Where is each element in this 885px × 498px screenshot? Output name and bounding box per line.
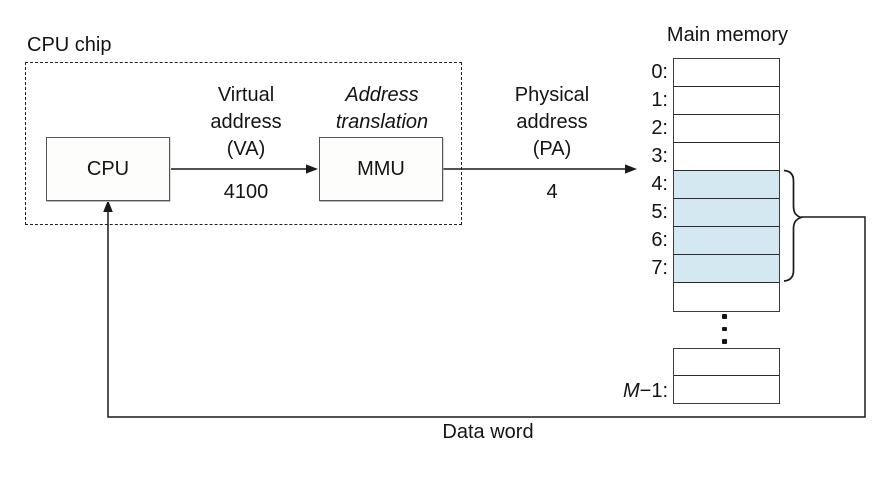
memory-cell-highlighted — [674, 171, 779, 199]
memory-bottom-cells — [673, 348, 780, 404]
virtual-address-line3: (VA) — [226, 138, 266, 160]
memory-array — [673, 58, 780, 312]
memory-last-index-suffix: −1: — [639, 380, 668, 402]
memory-cell — [674, 376, 779, 403]
address-translation-line1: Address — [345, 84, 419, 106]
virtual-address-value: 4100 — [223, 181, 269, 203]
memory-index-labels: 0: 1: 2: 3: 4: 5: 6: 7: — [588, 58, 668, 282]
memory-last-index-label: M−1: — [576, 377, 668, 405]
memory-cell-highlighted — [674, 199, 779, 227]
memory-cell — [674, 87, 779, 115]
physical-address-value: 4 — [546, 181, 558, 203]
memory-index-label: 1: — [651, 89, 668, 111]
memory-cell — [674, 59, 779, 87]
memory-cell — [674, 115, 779, 143]
virtual-address-line1: Virtual — [217, 84, 275, 106]
cpu-box: CPU — [46, 137, 170, 201]
memory-cell-highlighted — [674, 255, 779, 283]
memory-cell — [674, 349, 779, 376]
memory-index-label: 6: — [651, 229, 668, 251]
memory-cell-highlighted — [674, 227, 779, 255]
mmu-box-label: MMU — [357, 157, 405, 180]
virtual-address-label: Virtual address (VA) — [166, 82, 326, 163]
memory-cell — [674, 143, 779, 171]
memory-cell — [674, 283, 779, 311]
data-word-label: Data word — [442, 421, 534, 443]
virtual-address-line2: address — [210, 111, 282, 133]
physical-address-label: Physical address (PA) — [472, 82, 632, 163]
physical-address-line3: (PA) — [532, 138, 572, 160]
address-translation-line2: translation — [335, 111, 429, 133]
cpu-box-label: CPU — [86, 157, 130, 180]
memory-index-label: 2: — [651, 117, 668, 139]
memory-last-index-prefix: M — [622, 380, 640, 402]
physical-address-line1: Physical — [514, 84, 590, 106]
memory-index-label: 7: — [651, 257, 668, 279]
mmu-box: MMU — [319, 137, 443, 201]
memory-index-label: 4: — [651, 173, 668, 195]
memory-ellipsis-icon — [722, 314, 727, 344]
main-memory-title: Main memory — [666, 24, 789, 46]
address-translation-label: Address translation — [302, 82, 462, 136]
physical-address-line2: address — [516, 111, 588, 133]
selection-brace-icon — [783, 169, 804, 282]
cpu-chip-label: CPU chip — [27, 34, 112, 56]
memory-index-label: 3: — [651, 145, 668, 167]
memory-index-label: 0: — [651, 61, 668, 83]
memory-index-label: 5: — [651, 201, 668, 223]
